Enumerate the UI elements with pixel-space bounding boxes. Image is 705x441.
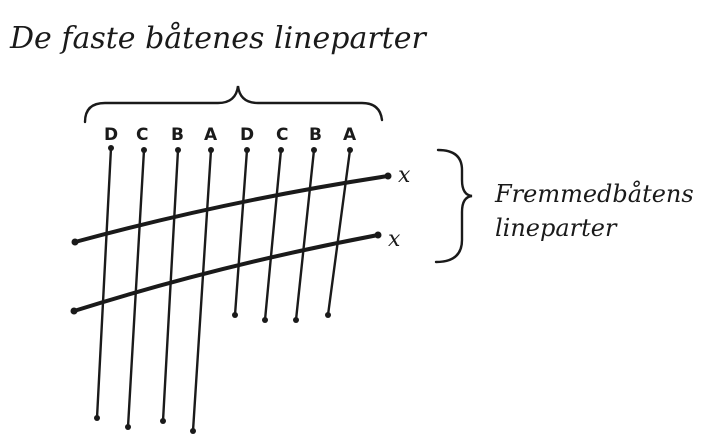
fixed-line-d-1 [95, 146, 113, 420]
fixed-line-c-1 [126, 148, 146, 429]
side-label-line-1: Fremmedbåtens [494, 179, 694, 208]
fixed-line-b-1 [161, 148, 180, 423]
top-brace [83, 85, 384, 124]
side-brace [434, 148, 473, 264]
diagram-title: De faste båtenes lineparter [9, 21, 427, 56]
foreign-lines [72, 174, 390, 313]
foreign-line-2-mark: x [388, 227, 401, 252]
fixed-lines-short [233, 148, 352, 322]
label-c-2: C [276, 125, 288, 145]
foreign-line-2 [72, 233, 380, 313]
label-a-2: A [343, 125, 357, 145]
fixed-line-a-2 [326, 148, 352, 317]
foreign-line-ends [70, 172, 392, 315]
label-a-1: A [204, 125, 218, 145]
foreign-line-1-mark: x [398, 163, 411, 188]
fixed-line-a-1 [191, 148, 213, 433]
label-b-1: B [171, 125, 184, 145]
label-b-2: B [309, 125, 322, 145]
fixed-lines-long [95, 146, 213, 433]
fixed-line-c-2 [263, 148, 283, 322]
label-c-1: C [136, 125, 148, 145]
foreign-line-1 [73, 174, 390, 244]
side-label-line-2: lineparter [495, 214, 618, 242]
label-d-1: D [104, 125, 118, 145]
label-d-2: D [240, 125, 254, 145]
fixed-line-ends-short [232, 147, 353, 323]
fixed-line-b-2 [294, 148, 316, 322]
fixed-line-ends-long [94, 145, 214, 434]
fixed-line-labels: D C B A D C B A [104, 125, 357, 145]
fixed-line-d-2 [233, 148, 249, 317]
